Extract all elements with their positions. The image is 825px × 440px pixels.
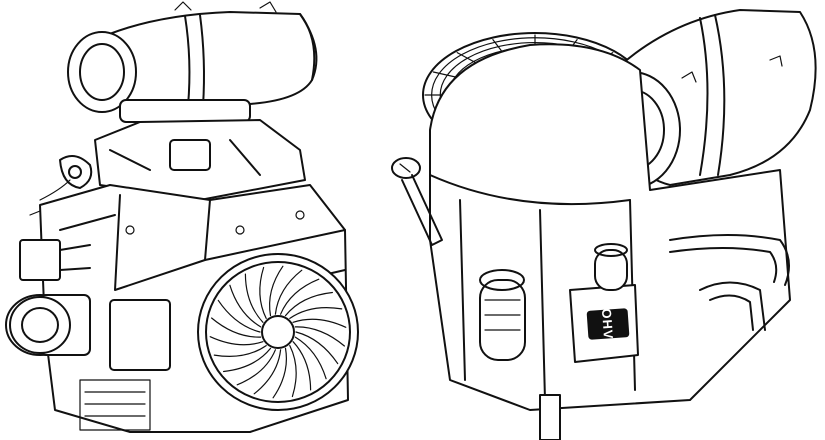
starter-motor <box>479 269 526 361</box>
exhaust-pipes <box>669 234 790 331</box>
badge-panel: OHV <box>569 284 639 363</box>
side-block-left <box>19 239 171 431</box>
air-cleaner-left <box>67 1 318 123</box>
right-engine-drawing: OHV <box>370 0 825 440</box>
output-shaft <box>539 394 561 440</box>
oil-filter-left <box>5 294 91 356</box>
cooling-fan-left <box>197 253 359 411</box>
dipstick <box>391 157 443 246</box>
filter-housing <box>594 243 628 291</box>
left-engine-drawing <box>0 0 400 440</box>
ohv-badge-text: OHV <box>599 308 616 340</box>
ohv-badge <box>586 308 630 340</box>
carburetor-area <box>29 119 306 216</box>
right-engine-icon: OHV <box>391 9 817 440</box>
left-engine-icon <box>5 1 359 433</box>
